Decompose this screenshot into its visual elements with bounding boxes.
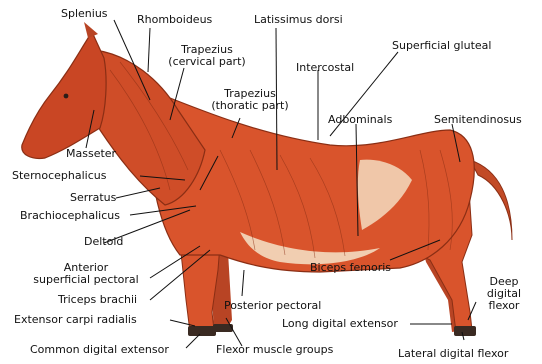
label-biceps-femoris: Biceps femoris (310, 262, 391, 274)
front-hoof-near (188, 326, 216, 336)
label-anterior-superficial-pectoral: Anterior superficial pectoral (26, 262, 146, 286)
label-deltoid: Deltoid (84, 236, 123, 248)
label-trapezius-thoracic-line2: (thoratic part) (204, 100, 296, 112)
label-brachiocephalicus: Brachiocephalicus (20, 210, 120, 222)
torso (150, 90, 474, 272)
label-posterior-pectoral: Posterior pectoral (224, 300, 321, 312)
label-adbominals: Adbominals (328, 114, 392, 126)
label-deep-digital-flexor: Deep digital flexor (482, 276, 526, 312)
label-serratus: Serratus (70, 192, 116, 204)
tail (470, 160, 512, 240)
label-semitendinosus: Semitendinosus (434, 114, 522, 126)
label-common-digital-extensor: Common digital extensor (30, 344, 169, 356)
label-trapezius-cervical: Trapezius (cervical part) (162, 44, 252, 68)
label-latissimus-dorsi: Latissimus dorsi (254, 14, 343, 26)
label-superficial-gluteal: Superficial gluteal (392, 40, 491, 52)
label-trapezius-thoracic: Trapezius (thoratic part) (204, 88, 296, 112)
label-extensor-carpi-radialis: Extensor carpi radialis (14, 314, 137, 326)
label-long-digital-extensor: Long digital extensor (282, 318, 398, 330)
eye (64, 94, 69, 99)
label-flexor-muscle-groups: Flexor muscle groups (216, 344, 333, 356)
ear (84, 22, 98, 38)
label-triceps-brachii: Triceps brachii (58, 294, 137, 306)
label-intercostal: Intercostal (296, 62, 354, 74)
label-anterior-pectoral-line2: superficial pectoral (26, 274, 146, 286)
label-splenius: Splenius (61, 8, 108, 20)
label-deep-digital-flexor-line3: flexor (482, 300, 526, 312)
label-sternocephalicus: Sternocephalicus (12, 170, 106, 182)
label-trapezius-cervical-line2: (cervical part) (162, 56, 252, 68)
label-rhomboideus: Rhomboideus (137, 14, 212, 26)
hind-hoof-near (454, 326, 476, 336)
label-lateral-digital-flexor: Lateral digital flexor (398, 348, 508, 360)
label-masseter: Masseter (66, 148, 116, 160)
